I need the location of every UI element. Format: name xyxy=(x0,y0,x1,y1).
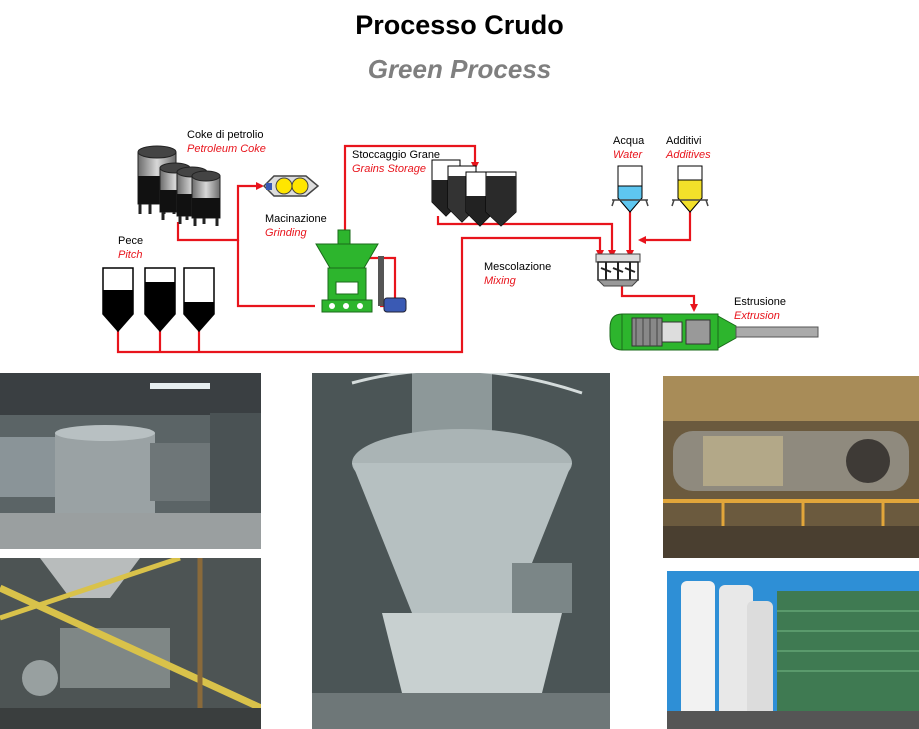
process-flow-diagram: Coke di petrolio Petroleum Coke Pece Pit… xyxy=(102,129,819,354)
grinding-label-it: Macinazione xyxy=(265,213,327,225)
pitch-hoppers-icon xyxy=(102,267,215,333)
storage-label-en: Grains Storage xyxy=(352,163,426,175)
grinding-label-en: Grinding xyxy=(265,227,307,239)
coke-silos-icon xyxy=(137,145,221,226)
pitch-label-it: Pece xyxy=(118,235,143,247)
storage-silos-photo xyxy=(667,571,919,729)
additives-tank-icon xyxy=(671,165,709,213)
coke-label-it: Coke di petrolio xyxy=(187,129,263,141)
additives-label-en: Additives xyxy=(665,149,711,161)
storage-label-it: Stoccaggio Grane xyxy=(352,149,440,161)
mixing-label-it: Mescolazione xyxy=(484,261,551,273)
water-tank-icon xyxy=(611,165,649,213)
grinding-plant-photo xyxy=(0,558,261,729)
extrusion-label-en: Extrusion xyxy=(734,310,780,322)
water-label-en: Water xyxy=(613,149,643,161)
water-label-it: Acqua xyxy=(613,135,645,147)
flow-lines xyxy=(116,144,698,354)
grinding-crusher-icon xyxy=(262,175,320,197)
flow-grinding-to-storage xyxy=(343,144,479,236)
storage-bins-icon xyxy=(431,159,517,227)
extrusion-press-icon xyxy=(609,313,819,351)
flow-additives-to-mixer xyxy=(638,212,692,244)
additives-label-it: Additivi xyxy=(666,135,701,147)
flow-coke-to-mill xyxy=(236,240,315,308)
flow-storage-to-mixer xyxy=(436,216,616,258)
flow-mixer-to-extrusion xyxy=(620,280,698,312)
pitch-label-en: Pitch xyxy=(118,249,142,261)
page-subtitle: Green Process xyxy=(367,54,552,84)
coke-label-en: Petroleum Coke xyxy=(187,143,266,155)
mill-photo xyxy=(312,373,610,729)
flow-pitch-to-mixer xyxy=(116,236,604,354)
mixing-plant-photo xyxy=(0,373,261,549)
extrusion-label-it: Estrusione xyxy=(734,296,786,308)
mixing-label-en: Mixing xyxy=(484,275,517,287)
extrusion-press-photo xyxy=(663,376,919,558)
mixer-icon xyxy=(595,253,641,287)
page-title: Processo Crudo xyxy=(355,10,564,40)
mill-icon xyxy=(315,229,407,313)
